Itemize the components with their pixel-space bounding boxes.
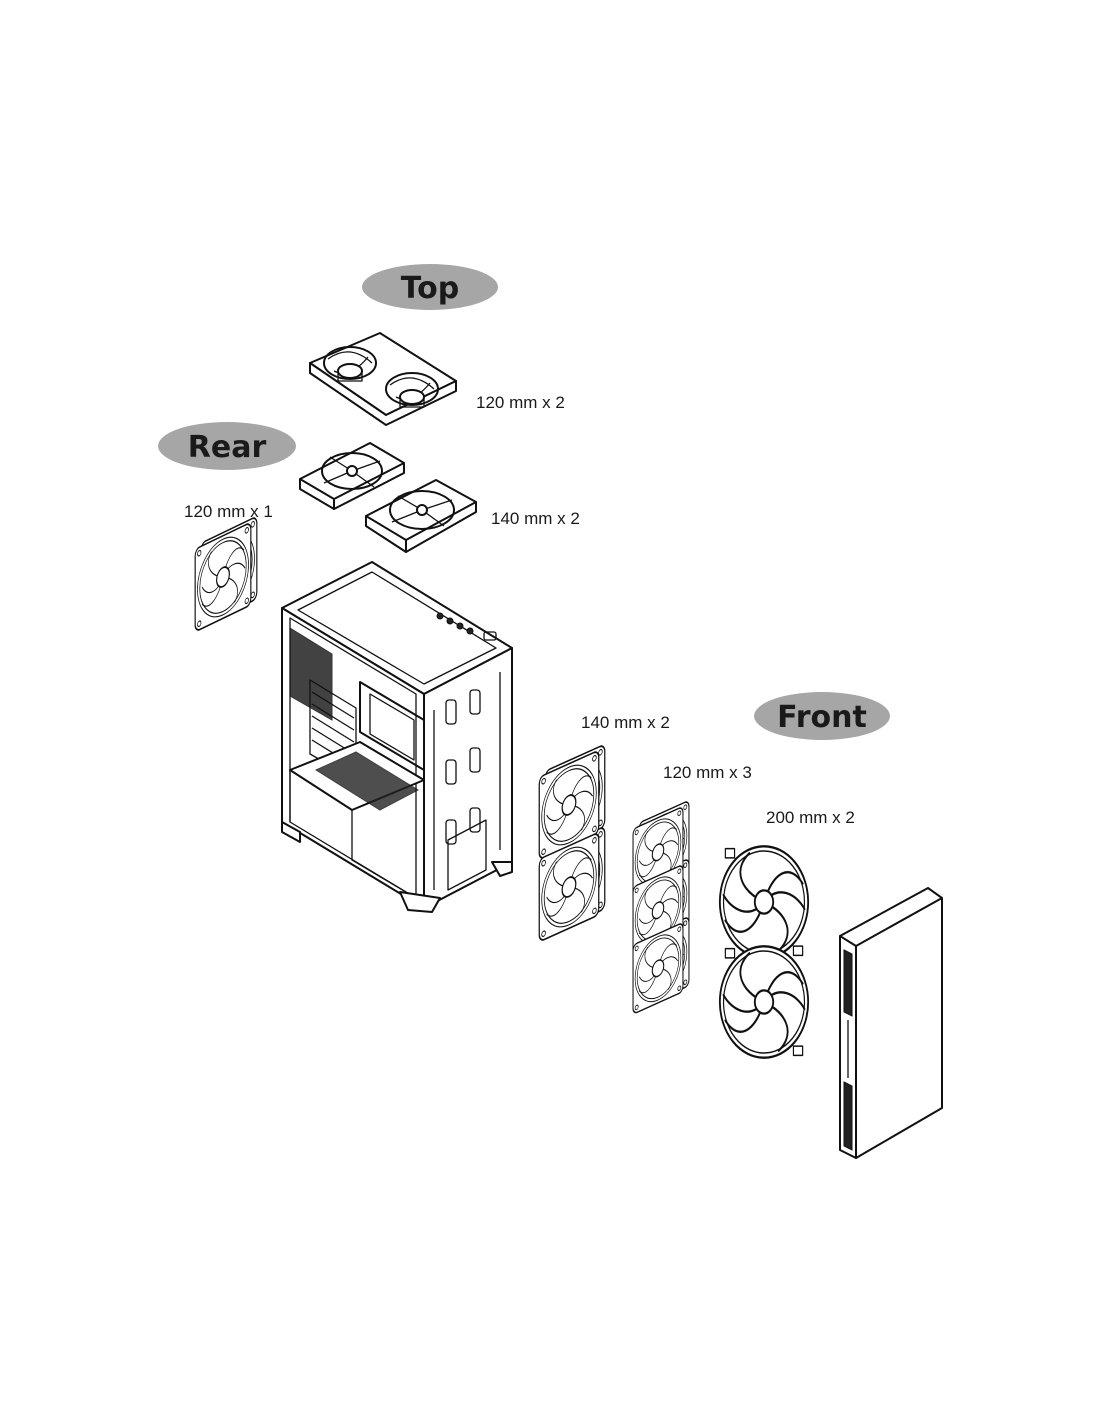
fan-icon [194,515,258,633]
rear-label: Rear [188,430,267,465]
fan-icon [309,332,457,426]
front-spec-140: 140 mm x 2 [581,713,670,732]
front-badge: Front [754,692,890,740]
fan-icon [718,845,810,1059]
front-panel-icon [839,887,943,1159]
fan-icon [538,743,606,943]
top-label: Top [401,271,460,306]
fan-icon [299,442,405,510]
top-spec-120: 120 mm x 2 [476,393,565,412]
front-spec-120: 120 mm x 3 [663,763,752,782]
fan-icon [365,479,477,553]
top-zone: Top 120 mm x 2 140 [299,264,580,553]
rear-spec-120: 120 mm x 1 [184,502,273,521]
front-zone: Front 140 mm x 2 120 mm x 3 200 mm x 2 [538,692,943,1159]
rear-badge: Rear [158,422,296,470]
fan-icon [632,799,690,1015]
front-label: Front [777,700,867,735]
rear-zone: Rear 120 mm x 1 [158,422,296,633]
top-badge: Top [362,264,498,310]
pc-case-icon [281,561,513,913]
front-spec-200: 200 mm x 2 [766,808,855,827]
top-spec-140: 140 mm x 2 [491,509,580,528]
